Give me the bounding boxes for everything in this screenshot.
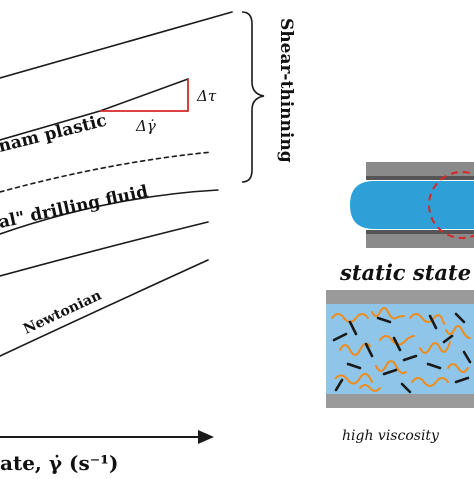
high-viscosity-label: high viscosity	[342, 428, 440, 444]
upper-curve	[0, 11, 233, 79]
pipe-bottom-wall-inner	[366, 230, 474, 234]
pipe-top-wall-inner	[366, 176, 474, 180]
delta-tau-label: Δτ	[196, 87, 217, 105]
ideal-fluid-curve	[0, 189, 219, 235]
pipe-bottom-wall	[366, 230, 474, 248]
particles	[332, 312, 472, 394]
bingham-plastic-label: nam plastic	[0, 111, 109, 157]
slope-triangle	[100, 79, 189, 112]
shear-thinning-label: Shear-thinning	[276, 18, 296, 163]
newtonian-curve	[0, 221, 209, 277]
dashed-curve	[0, 151, 213, 193]
curly-brace-icon	[241, 11, 265, 183]
delta-gamma-label: Δγ̇	[135, 117, 156, 135]
flow-curves	[0, 11, 233, 357]
arrow-right-icon	[198, 430, 214, 444]
static-state-box	[326, 290, 474, 408]
x-axis-label: ate, γ̇ (s⁻¹)	[0, 451, 119, 474]
dashed-circle-icon	[428, 171, 474, 239]
static-state-label: static state	[339, 260, 471, 285]
top-plate	[326, 290, 474, 304]
bottom-plate	[326, 394, 474, 408]
pipe-illustration	[350, 162, 474, 248]
pipe-top-wall	[366, 162, 474, 180]
slope-triangle-legs	[100, 79, 189, 112]
ideal-fluid-label: al" drilling fluid	[0, 182, 150, 233]
x-axis	[0, 430, 214, 444]
lower-curve	[0, 259, 209, 357]
fluid-plug	[350, 181, 474, 229]
